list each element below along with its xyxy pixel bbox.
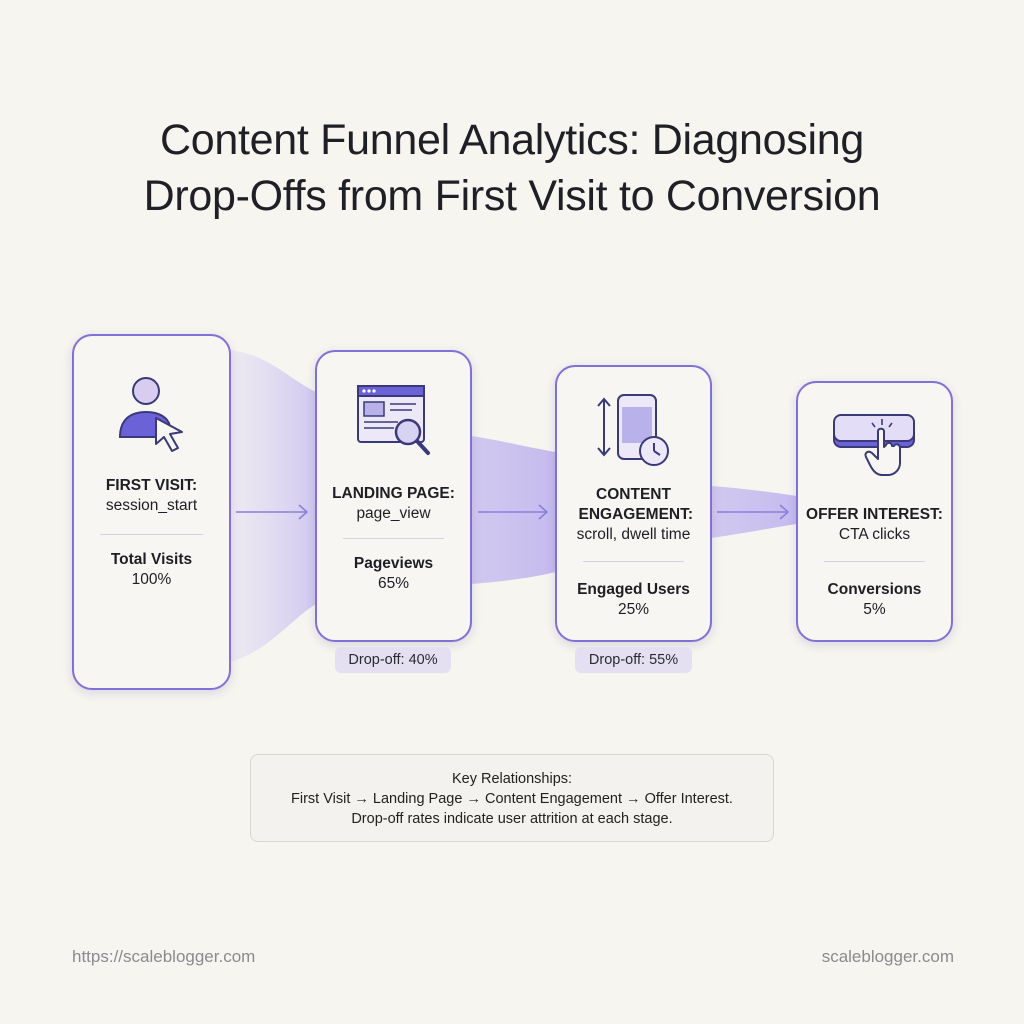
stage-heading: LANDING PAGE: bbox=[332, 485, 455, 502]
divider bbox=[824, 561, 925, 562]
stage-heading: OFFER INTEREST: bbox=[806, 506, 943, 523]
divider bbox=[343, 538, 444, 539]
stage-card-content-engagement: CONTENT ENGAGEMENT: scroll, dwell time E… bbox=[555, 365, 712, 642]
footer-url-right[interactable]: scaleblogger.com bbox=[821, 947, 954, 966]
stage-card-landing-page: LANDING PAGE: page_view Pageviews 65% bbox=[315, 350, 472, 642]
stage-heading: CONTENT ENGAGEMENT: bbox=[578, 486, 694, 523]
stage-event: CTA clicks bbox=[838, 526, 911, 543]
metric-label: Engaged Users bbox=[577, 581, 690, 598]
divider bbox=[100, 534, 203, 535]
key-relationships-line-1: First Visit → Landing Page → Content Eng… bbox=[291, 791, 733, 807]
stage-card-offer-interest: OFFER INTEREST: CTA clicks Conversions 5… bbox=[796, 381, 953, 642]
key-relationships-box: Key Relationships: First Visit → Landing… bbox=[250, 754, 774, 842]
cta-button-click-icon bbox=[830, 407, 920, 484]
footer-url-left[interactable]: https://scaleblogger.com bbox=[72, 947, 256, 966]
page-title: Content Funnel Analytics: Diagnosing Dro… bbox=[0, 112, 1024, 224]
metric-value: 25% bbox=[617, 601, 650, 618]
key-relationships-heading: Key Relationships: bbox=[451, 771, 573, 787]
divider bbox=[583, 561, 684, 562]
metric-value: 5% bbox=[863, 601, 886, 618]
metric-value: 65% bbox=[377, 575, 410, 592]
stage-event: session_start bbox=[105, 497, 198, 514]
title-line-2: Drop-Offs from First Visit to Conversion bbox=[143, 172, 881, 220]
metric-label: Pageviews bbox=[353, 555, 434, 572]
stage-event: page_view bbox=[356, 505, 431, 522]
stage-event: scroll, dwell time bbox=[576, 526, 691, 543]
user-cursor-icon bbox=[112, 374, 192, 459]
browser-magnifier-icon bbox=[352, 382, 436, 467]
dropoff-badge-2: Drop-off: 55% bbox=[575, 647, 692, 673]
flow-band-2 bbox=[471, 436, 556, 584]
metric-value: 100% bbox=[131, 571, 172, 588]
dropoff-badge-1: Drop-off: 40% bbox=[335, 647, 451, 673]
metric-label: Conversions bbox=[827, 581, 922, 598]
metric-label: Total Visits bbox=[110, 551, 193, 568]
phone-scroll-clock-icon bbox=[592, 393, 676, 478]
key-relationships-line-2: Drop-off rates indicate user attrition a… bbox=[351, 811, 673, 827]
stage-card-first-visit: FIRST VISIT: session_start Total Visits … bbox=[72, 334, 231, 690]
title-line-1: Content Funnel Analytics: Diagnosing bbox=[160, 116, 864, 164]
flow-band-1 bbox=[230, 350, 316, 662]
stage-heading: FIRST VISIT: bbox=[105, 477, 198, 494]
